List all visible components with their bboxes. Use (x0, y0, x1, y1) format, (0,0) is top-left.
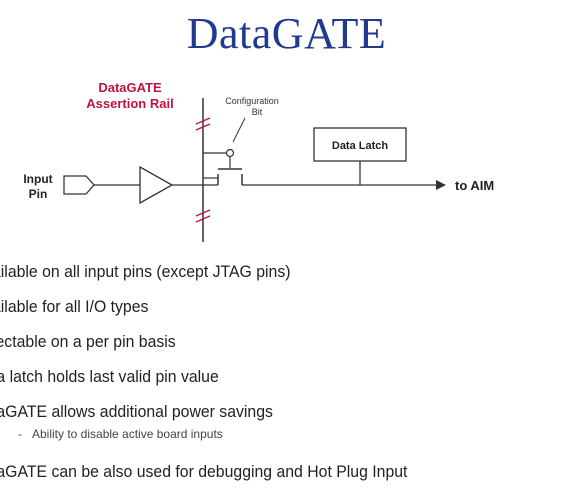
bullet-item: ailable for all I/O types (0, 297, 149, 316)
bullet-item: ta latch holds last valid pin value (0, 367, 219, 386)
output-label: to AIM (455, 178, 494, 193)
data-latch-label: Data Latch (332, 140, 389, 152)
sub-bullet-text: Ability to disable active board inputs (32, 427, 223, 441)
input-pin-label-line2: Pin (29, 187, 48, 201)
datagate-switch (217, 168, 243, 185)
bullet-item: taGATE can be also used for debugging an… (0, 462, 408, 481)
sub-bullet-dash: - (18, 427, 22, 441)
output-arrow-head (436, 180, 446, 190)
bullet-item: taGATE allows additional power savings (0, 402, 273, 421)
bullet-item: ailable on all input pins (except JTAG p… (0, 262, 291, 281)
config-bit-label-line2: Bit (252, 107, 263, 117)
rail-break-bottom (195, 209, 211, 223)
rail-break-top (195, 117, 211, 131)
rail-label-line2: Assertion Rail (86, 96, 173, 111)
data-latch-box (313, 127, 407, 162)
sub-bullet-item: -Ability to disable active board inputs (18, 427, 223, 441)
input-pin-label-line1: Input (23, 172, 52, 186)
rail-label-line1: DataGATE (98, 80, 162, 95)
input-pin-shape (63, 175, 95, 195)
datagate-diagram: DataGATE Assertion Rail Configuration Bi… (23, 80, 494, 242)
input-buffer (139, 165, 174, 205)
slide-title: DataGATE (186, 9, 387, 58)
bullet-item: lectable on a per pin basis (0, 332, 176, 351)
config-bit-node (225, 148, 235, 158)
config-bit-pointer (232, 117, 246, 143)
config-bit-label-line1: Configuration (225, 96, 279, 106)
